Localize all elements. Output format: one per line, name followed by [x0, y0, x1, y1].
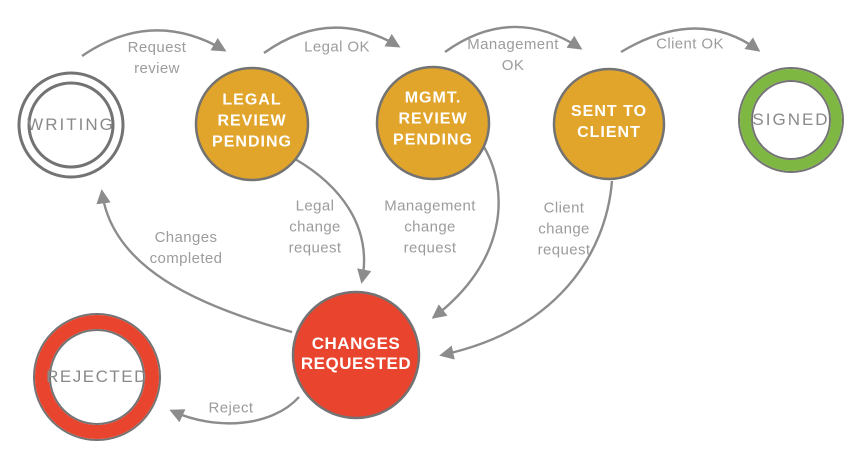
edge-legal-change-arrow — [294, 157, 372, 284]
node-mgmt-review-pending-circle — [375, 65, 491, 181]
edge-legal-ok-arrow — [263, 26, 401, 54]
edge-reject-arrow — [169, 396, 300, 425]
edge-client-ok-label: Client OK — [656, 35, 724, 53]
edge-changes-completed-arrow — [96, 189, 293, 334]
node-changes-requested-circle — [291, 290, 421, 420]
edge-client-ok-arrow — [620, 27, 761, 54]
edges — [81, 25, 761, 425]
edge-management-ok-label: Management OK — [467, 36, 559, 74]
node-legal-review-pending-circle — [194, 66, 310, 182]
edge-request-review-arrow — [81, 29, 227, 57]
edge-client-change-label: Client change request — [537, 199, 591, 259]
node-sent-to-client-label: SENT TO CLIENT — [570, 103, 648, 141]
edge-request-review-label: Request review — [127, 39, 187, 77]
node-rejected-label: REJECTED — [46, 367, 148, 386]
edge-changes-completed-label: Changes completed — [149, 229, 223, 267]
node-writing-label: WRITING — [27, 115, 115, 134]
node-legal-review-pending-label: LEGAL REVIEW PENDING — [212, 91, 292, 151]
edge-management-change-arrow — [431, 146, 500, 319]
node-writing-circle — [17, 71, 125, 179]
node-sent-to-client-circle — [552, 67, 666, 181]
edge-client-change-arrow — [439, 180, 614, 360]
edge-management-ok-arrow — [444, 25, 583, 53]
node-changes-requested-label: CHANGES REQUESTED — [300, 334, 412, 373]
edge-legal-change-label: Legal change request — [288, 197, 342, 257]
edge-legal-ok-label: Legal OK — [304, 38, 370, 56]
node-rejected-circle — [33, 313, 161, 441]
node-signed-circle — [738, 67, 844, 173]
node-mgmt-review-pending-label: MGMT. REVIEW PENDING — [393, 89, 473, 149]
edge-reject-label: Reject — [208, 399, 254, 417]
node-signed-label: SIGNED — [752, 110, 830, 129]
edge-management-change-label: Management change request — [384, 197, 476, 257]
